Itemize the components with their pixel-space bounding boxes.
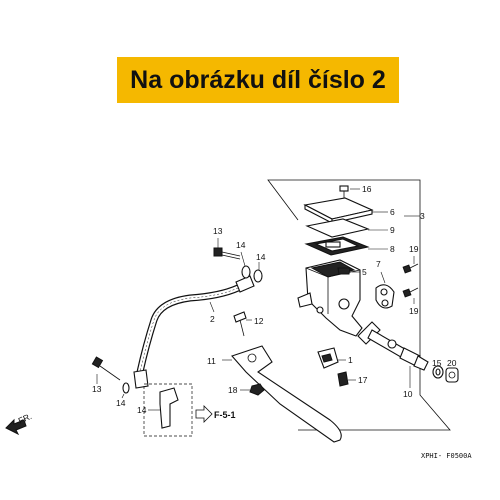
callout-14-upper-b: 14 bbox=[256, 252, 266, 262]
diagram-code: XPHI- F0500A bbox=[421, 452, 472, 460]
callout-15: 15 bbox=[432, 358, 442, 368]
reference-label: F-5-1 bbox=[214, 410, 236, 420]
front-direction-arrow bbox=[5, 418, 27, 436]
title-banner: Na obrázku díl číslo 2 bbox=[117, 57, 399, 103]
direction-label: FR. bbox=[17, 411, 34, 426]
screw-16 bbox=[339, 185, 360, 198]
callout-14-clamp: 14 bbox=[137, 405, 147, 415]
washer-14-b bbox=[253, 262, 263, 283]
hose-clamp-14 bbox=[143, 383, 193, 437]
assembly-bracket bbox=[267, 179, 451, 431]
seal-15 bbox=[432, 365, 444, 379]
callout-3: 3 bbox=[420, 211, 425, 221]
callout-11: 11 bbox=[207, 356, 216, 366]
callout-18: 18 bbox=[228, 385, 238, 395]
banner-text: Na obrázku díl číslo 2 bbox=[130, 65, 386, 94]
banjo-bolt-13-upper bbox=[213, 238, 241, 260]
callout-12: 12 bbox=[254, 316, 264, 326]
callout-2: 2 bbox=[210, 314, 215, 324]
switch-17 bbox=[337, 371, 356, 387]
callout-6: 6 bbox=[390, 207, 395, 217]
callout-10: 10 bbox=[403, 389, 413, 399]
callout-16: 16 bbox=[362, 184, 372, 194]
callout-5: 5 bbox=[362, 267, 367, 277]
callout-20: 20 bbox=[447, 358, 457, 368]
washer-14-c bbox=[121, 382, 130, 399]
banjo-bolt-13-lower bbox=[91, 356, 121, 384]
callout-14-lower: 14 bbox=[116, 398, 126, 408]
callout-8: 8 bbox=[390, 244, 395, 254]
callout-17: 17 bbox=[358, 375, 368, 385]
callout-13-lower: 13 bbox=[92, 384, 102, 394]
diaphragm-8 bbox=[304, 236, 388, 256]
reservoir-cap-6 bbox=[303, 197, 388, 224]
piston-set-10 bbox=[357, 321, 429, 388]
bolt-19-lower bbox=[402, 287, 419, 304]
callout-9: 9 bbox=[390, 225, 395, 235]
callout-7: 7 bbox=[376, 259, 381, 269]
callout-13-upper: 13 bbox=[213, 226, 223, 236]
callout-1: 1 bbox=[348, 355, 353, 365]
callout-14-upper-a: 14 bbox=[236, 240, 246, 250]
callout-19-lower: 19 bbox=[409, 306, 419, 316]
brake-hose-2 bbox=[133, 275, 255, 389]
boot-20 bbox=[445, 367, 459, 383]
bolt-5 bbox=[337, 267, 360, 275]
holder-7 bbox=[375, 271, 395, 309]
callout-19-upper: 19 bbox=[409, 244, 419, 254]
bolt-12 bbox=[233, 311, 252, 337]
nut-18 bbox=[240, 383, 265, 396]
master-cylinder-body bbox=[297, 259, 363, 337]
brake-lever-11 bbox=[222, 345, 342, 443]
diaphragm-plate-9 bbox=[305, 218, 388, 238]
bolt-19-upper bbox=[402, 256, 419, 274]
lever-pivot-1 bbox=[317, 347, 346, 369]
washer-14-a bbox=[240, 251, 251, 279]
reference-arrow bbox=[195, 405, 213, 423]
